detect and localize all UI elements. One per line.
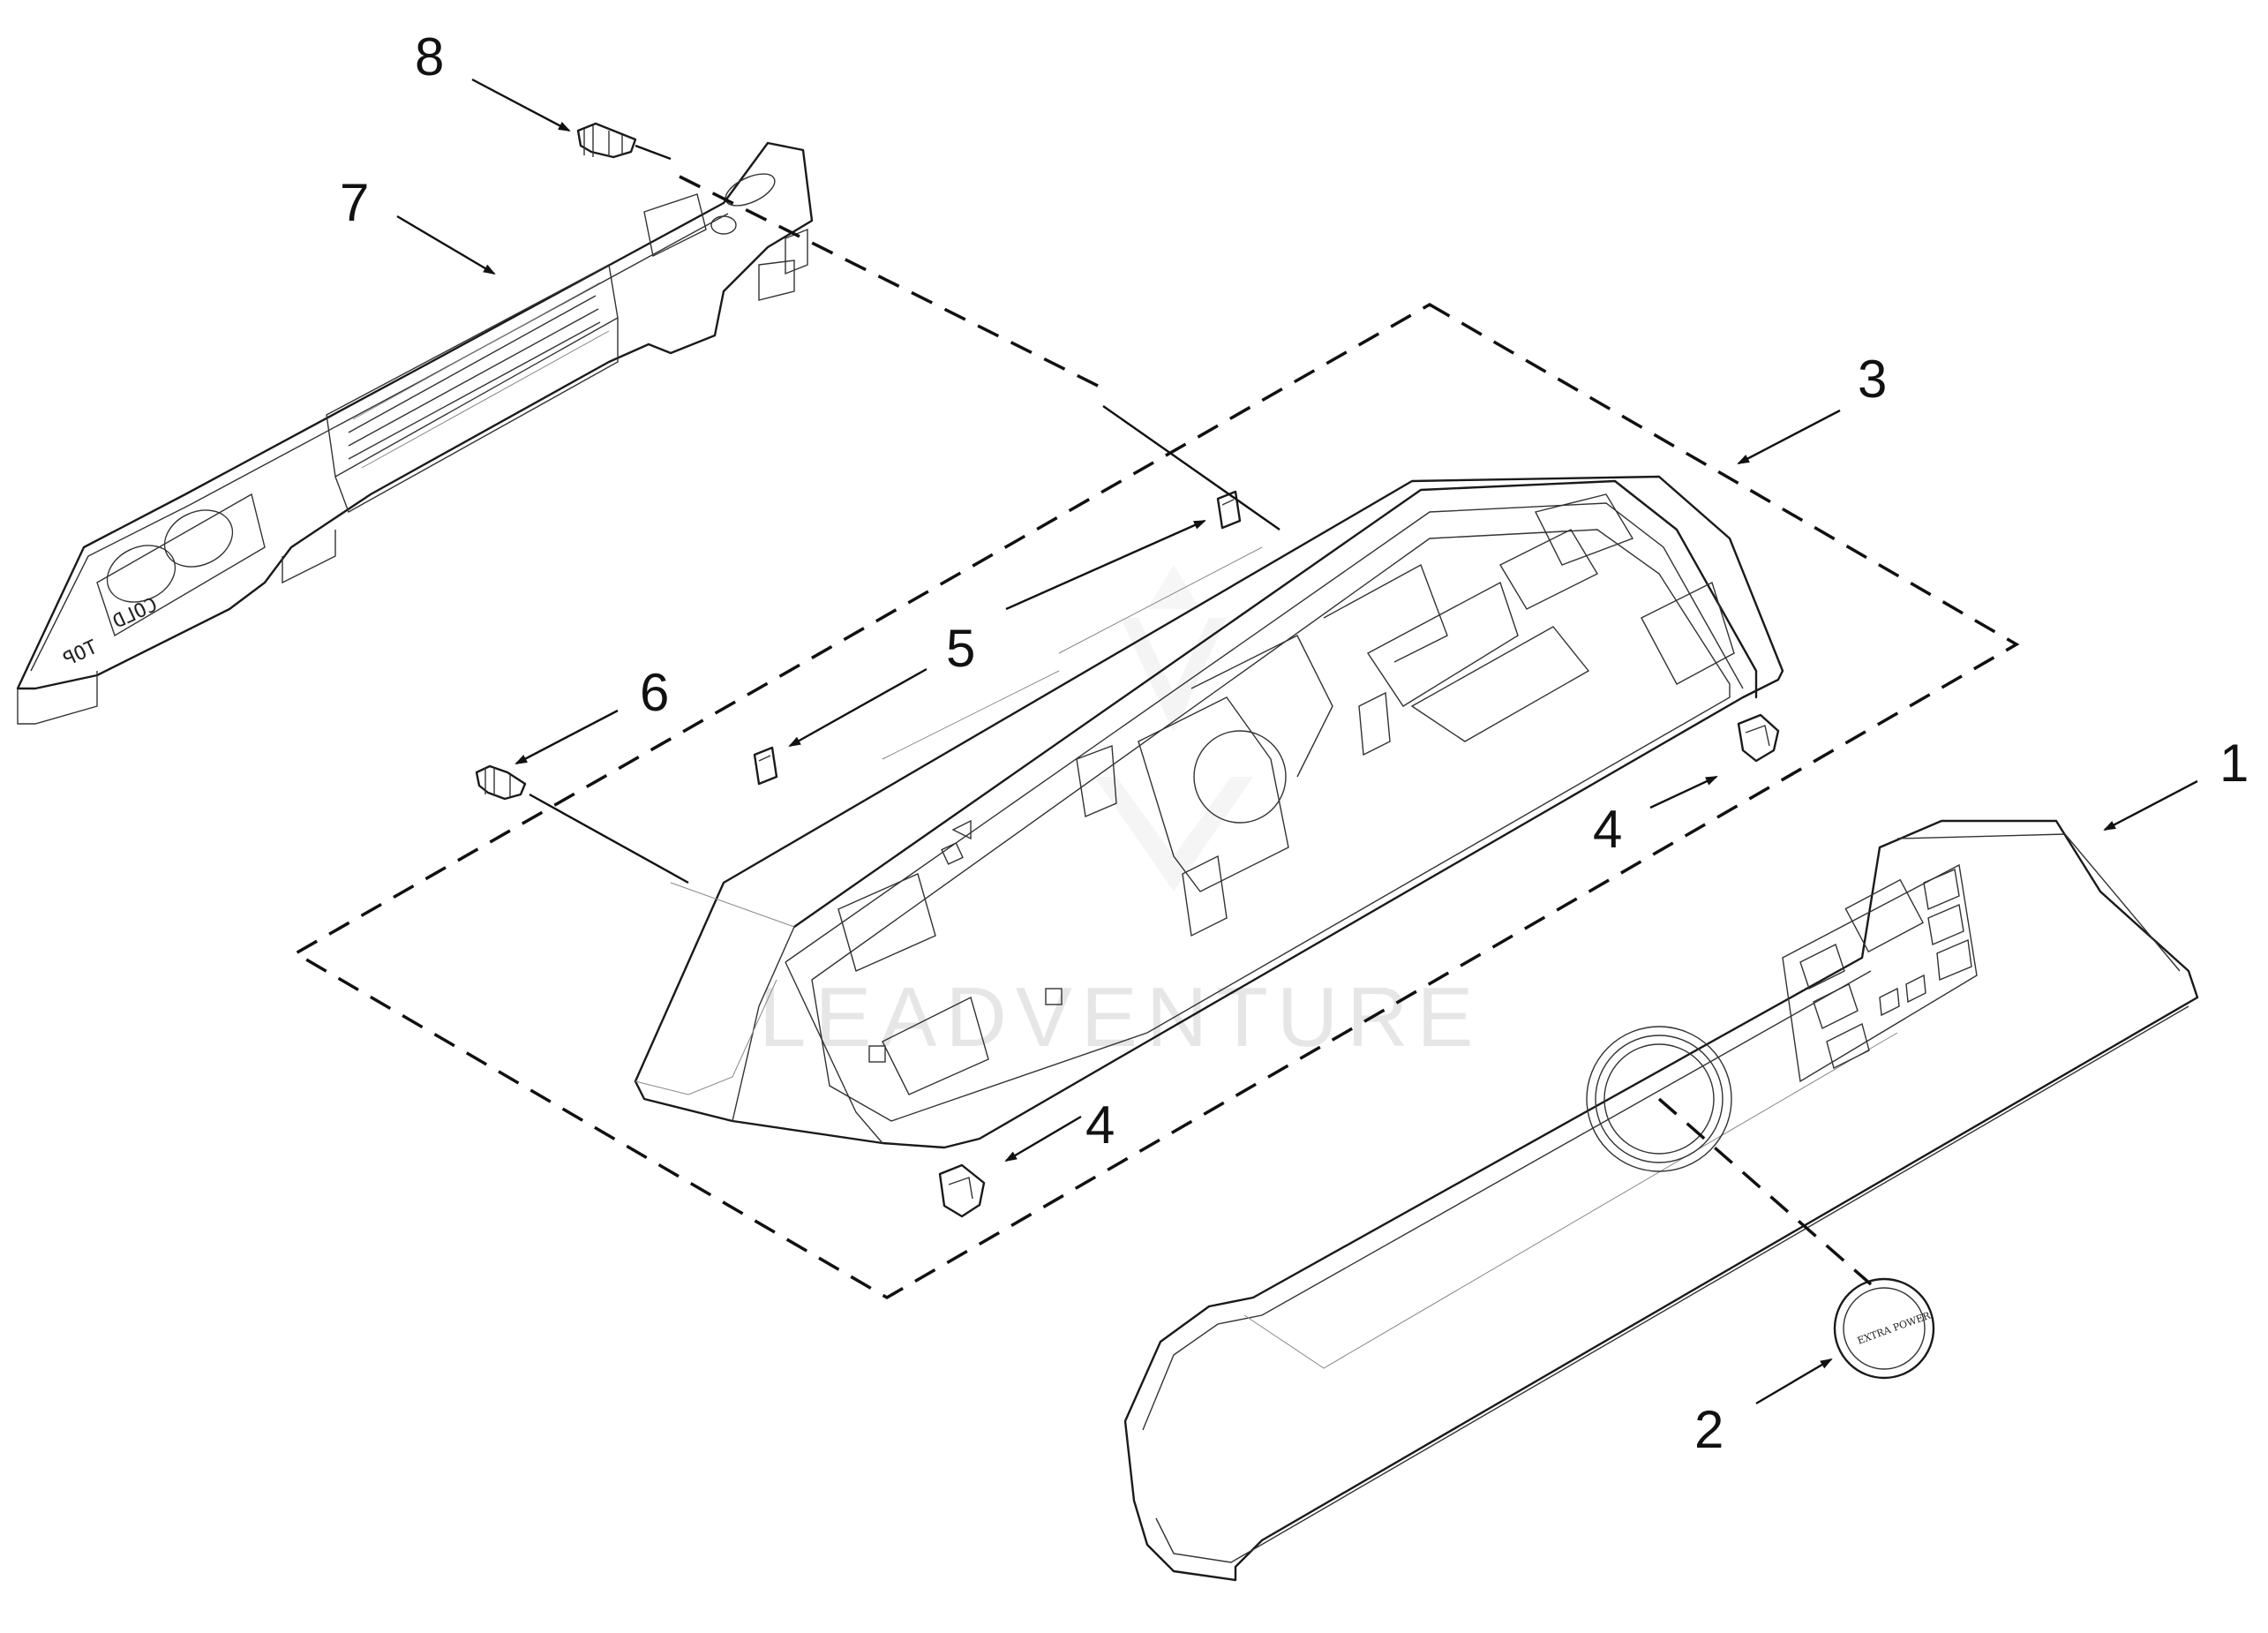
- front-control-panel-part: [1123, 819, 2199, 1582]
- console-housing-part: [634, 475, 1784, 1218]
- assembly-boundary-dashed: [292, 302, 2020, 1300]
- callout-3: 3: [1858, 350, 1887, 409]
- etched-label-top: TOP: [60, 636, 101, 671]
- rear-console-panel-part: TOP COLD: [16, 141, 814, 725]
- callout-8: 8: [415, 27, 444, 87]
- callout-4b: 4: [1085, 1095, 1115, 1155]
- center-line-screw-8: [635, 144, 672, 161]
- arrow-7: [396, 214, 496, 275]
- knob-label: EXTRA POWER: [1856, 1309, 1933, 1346]
- knob-part-2: EXTRA POWER: [1833, 1277, 1935, 1380]
- hinge-clip-part-4: [938, 713, 1780, 1218]
- callout-numbers: 1 2 3 4 4 5 6 7 8: [340, 27, 2249, 1459]
- arrow-8: [471, 78, 571, 132]
- callout-5: 5: [946, 619, 975, 678]
- center-line-screw-6: [529, 793, 689, 884]
- callout-7: 7: [340, 173, 369, 232]
- arrow-3: [1737, 409, 1841, 465]
- arrow-2: [1755, 1358, 1833, 1405]
- callout-1: 1: [2219, 734, 2249, 793]
- center-line-clip-5: [1102, 405, 1280, 531]
- arrow-1: [2103, 779, 2198, 832]
- arrow-5a: [1005, 519, 1206, 611]
- watermark-logo-icon: [1094, 565, 1253, 892]
- callout-2: 2: [1694, 1400, 1724, 1459]
- center-line-screw-8-dashed: [679, 175, 1104, 390]
- clip-part-5: [753, 490, 1242, 786]
- arrow-4b: [1004, 1115, 1082, 1163]
- watermark: LEADVENTURE: [759, 565, 1483, 1065]
- screw-part-8: [576, 122, 637, 159]
- arrow-6: [514, 709, 619, 765]
- arrow-4a: [1649, 775, 1718, 809]
- watermark-text: LEADVENTURE: [759, 970, 1483, 1065]
- arrow-5b: [788, 667, 927, 748]
- assembly-center-lines: [529, 144, 1873, 1286]
- leader-arrows: [396, 78, 2198, 1405]
- callout-4a: 4: [1593, 800, 1622, 859]
- etched-label-cold: COLD: [109, 594, 161, 634]
- center-line-knob-2: [1657, 1097, 1873, 1286]
- callout-6: 6: [640, 663, 669, 722]
- screw-part-6: [475, 764, 527, 801]
